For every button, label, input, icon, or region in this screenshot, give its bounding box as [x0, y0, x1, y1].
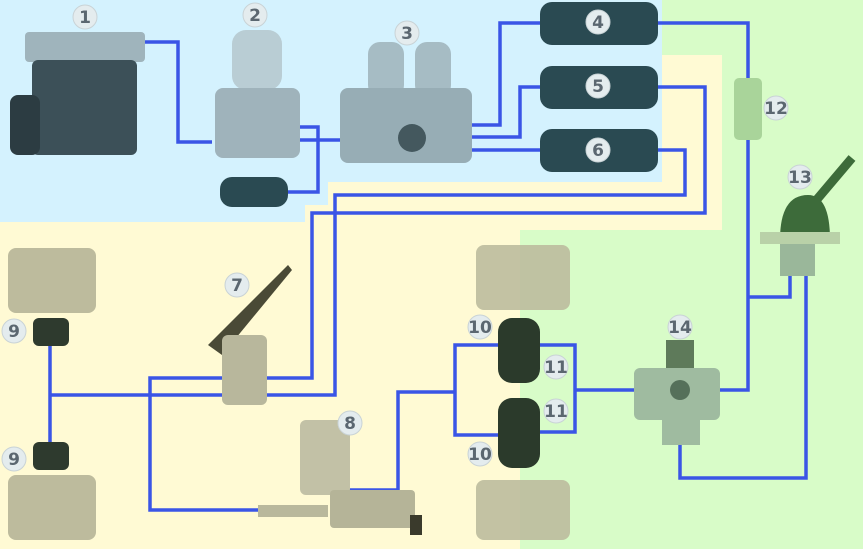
line-5-7-8 [148, 85, 707, 512]
line-3-4 [470, 21, 540, 127]
number-badge-4: 4 [585, 9, 611, 35]
badge-number: 4 [592, 13, 604, 33]
badge-circle [1, 318, 27, 344]
front-brake-chamber-lower-icon [8, 442, 96, 540]
check-valve-icon [734, 78, 762, 140]
number-badge-9: 9 [1, 446, 27, 472]
four-circuit-protection-valve-icon [340, 42, 472, 163]
number-badge-13: 13 [787, 164, 813, 190]
badge-circle [585, 73, 611, 99]
front-brake-chamber-upper-icon [8, 248, 96, 346]
number-badge-10: 10 [467, 314, 493, 340]
line-10-bracket [453, 343, 500, 437]
air-compressor-icon [10, 32, 145, 155]
service-zone [0, 55, 722, 549]
number-badge-11: 11 [543, 398, 569, 424]
badge-circle [337, 410, 363, 436]
badge-number: 9 [8, 450, 20, 470]
air-dryer-icon [215, 30, 300, 158]
line-13-supply [748, 275, 792, 299]
badge-circle [543, 354, 569, 380]
badge-number: 10 [468, 445, 492, 465]
number-badge-14: 14 [667, 314, 693, 340]
auxiliary-tank-icon [220, 177, 288, 207]
load-sensing-valve-icon [258, 420, 422, 535]
badge-circle [787, 164, 813, 190]
badge-number: 13 [788, 168, 812, 188]
badge-circle [467, 441, 493, 467]
badge-circle [585, 9, 611, 35]
supply-zone [0, 0, 662, 222]
rear-brake-upper-icon [476, 245, 570, 383]
badge-number: 6 [592, 141, 604, 161]
number-badge-6: 6 [585, 137, 611, 163]
badge-circle [763, 95, 789, 121]
badge-number: 11 [544, 402, 568, 422]
number-badge-7: 7 [224, 272, 250, 298]
number-badge-9: 9 [1, 318, 27, 344]
badge-circle [72, 4, 98, 30]
line-6-7-9 [50, 148, 687, 397]
badge-number: 11 [544, 358, 568, 378]
badge-number: 2 [249, 6, 261, 26]
number-badge-10: 10 [467, 441, 493, 467]
badge-number: 7 [231, 276, 243, 296]
badge-number: 10 [468, 318, 492, 338]
foot-brake-valve-icon [208, 265, 292, 405]
badge-number: 14 [668, 318, 692, 338]
number-badge-5: 5 [585, 73, 611, 99]
badge-circle [224, 272, 250, 298]
number-badge-3: 3 [394, 20, 420, 46]
number-badge-8: 8 [337, 410, 363, 436]
badge-number: 8 [344, 414, 356, 434]
number-badge-1: 1 [72, 4, 98, 30]
badge-circle [394, 20, 420, 46]
line-13-14 [678, 275, 808, 480]
number-badge-11: 11 [543, 354, 569, 380]
badge-circle [242, 2, 268, 28]
line-1-2 [145, 40, 212, 144]
number-badge-12: 12 [763, 95, 789, 121]
badge-number: 3 [401, 24, 413, 44]
badge-number: 9 [8, 322, 20, 342]
hand-brake-valve-icon [760, 155, 856, 276]
number-badge-2: 2 [242, 2, 268, 28]
line-4-14 [658, 21, 750, 392]
badge-circle [467, 314, 493, 340]
rear-brake-lower-icon [476, 398, 570, 540]
relay-valve-icon [634, 340, 720, 445]
badge-number: 1 [79, 8, 91, 28]
line-3-5 [470, 85, 540, 139]
badge-circle [585, 137, 611, 163]
badge-circle [1, 446, 27, 472]
badge-number: 5 [592, 77, 604, 97]
line-2-aux-tank [288, 125, 320, 194]
badge-circle [667, 314, 693, 340]
badge-number: 12 [764, 99, 788, 119]
badge-circle [543, 398, 569, 424]
